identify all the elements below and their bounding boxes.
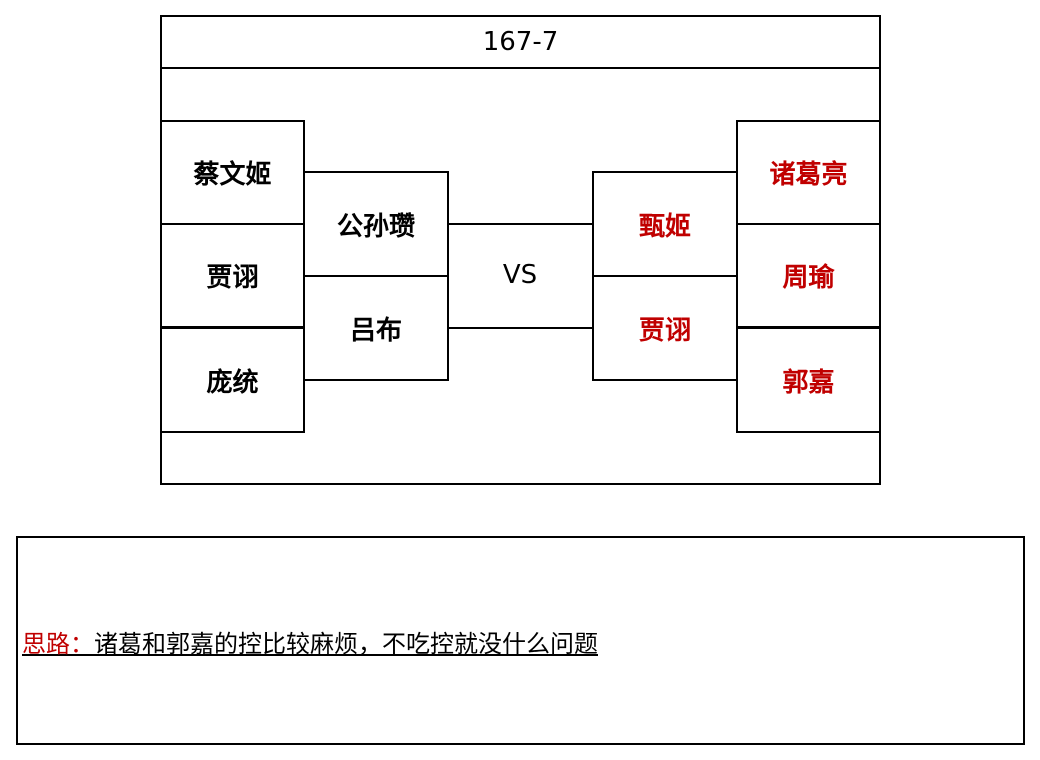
- left-inner-cell-1: 公孙瓒: [303, 171, 449, 277]
- vs-label: VS: [502, 260, 538, 290]
- connector-line-top: [447, 223, 594, 225]
- strategy-note-label: 思路：: [22, 630, 94, 658]
- right-outer-cell-3: 郭嘉: [736, 327, 881, 433]
- right-inner-cell-1: 甄姬: [592, 171, 738, 277]
- right-outer-cell-1: 诸葛亮: [736, 120, 881, 225]
- connector-line-bottom: [447, 327, 594, 329]
- left-outer-cell-2: 贾诩: [160, 223, 305, 328]
- strategy-note-box: 思路：诸葛和郭嘉的控比较麻烦，不吃控就没什么问题: [16, 536, 1025, 745]
- right-inner-cell-2: 贾诩: [592, 275, 738, 381]
- strategy-note-text: 诸葛和郭嘉的控比较麻烦，不吃控就没什么问题: [94, 630, 598, 658]
- left-outer-cell-1: 蔡文姬: [160, 120, 305, 225]
- right-outer-cell-2: 周瑜: [736, 223, 881, 328]
- strategy-note: 思路：诸葛和郭嘉的控比较麻烦，不吃控就没什么问题: [22, 624, 598, 659]
- left-outer-cell-3: 庞统: [160, 327, 305, 433]
- left-inner-cell-2: 吕布: [303, 275, 449, 381]
- diagram-title: 167-7: [160, 15, 881, 69]
